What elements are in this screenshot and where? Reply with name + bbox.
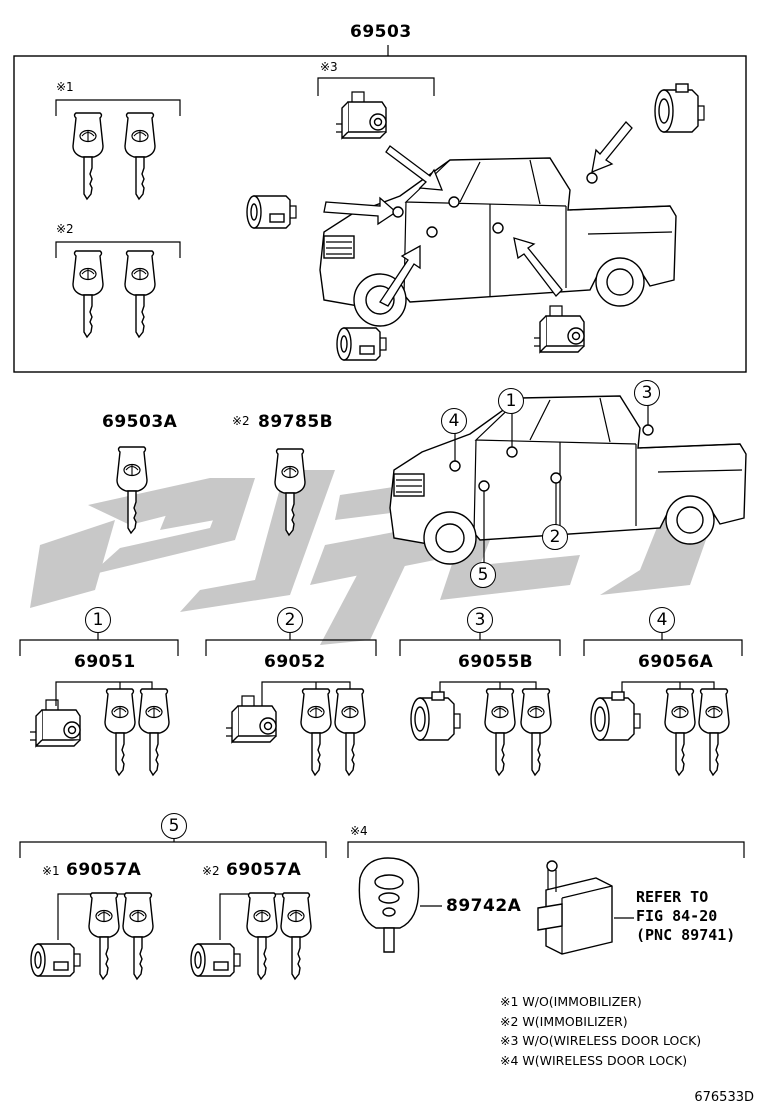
pn-assembly: 69503 (350, 22, 412, 42)
callout-4-truck: 4 (441, 408, 467, 434)
pn-key-blank-a: 69503A (102, 412, 178, 432)
pn-transmitter: 89742A (446, 896, 522, 916)
refer-line-1: REFER TO (636, 888, 709, 906)
callout-2-set: 2 (277, 607, 303, 633)
callout-1-truck: 1 (498, 388, 524, 414)
callout-4-set: 4 (649, 607, 675, 633)
refer-note: REFER TO FIG 84-20 (PNC 89741) (636, 888, 735, 945)
callout-2-truck: 2 (542, 524, 568, 550)
callout-3-truck: 3 (634, 380, 660, 406)
callout-1-set: 1 (85, 607, 111, 633)
pn-set-1: 69051 (74, 652, 136, 672)
callout-5-truck: 5 (470, 562, 496, 588)
pn-set-2: 69052 (264, 652, 326, 672)
marker-4: ※4 (350, 824, 368, 838)
pn-set-5a: 69057A (66, 860, 142, 880)
footnote-2: ※2 W(IMMOBILIZER) (500, 1013, 628, 1029)
footnote-4: ※4 W(WIRELESS DOOR LOCK) (500, 1052, 688, 1068)
marker-3-box: ※3 (320, 60, 338, 74)
callout-3-set: 3 (467, 607, 493, 633)
marker-1-set5: ※1 (42, 864, 60, 878)
pn-set-3: 69055B (458, 652, 534, 672)
diagram-code: 676533D (694, 1090, 754, 1105)
footnote-1: ※1 W/O(IMMOBILIZER) (500, 994, 642, 1009)
pn-key-blank-b: 89785B (258, 412, 334, 432)
marker-2-key: ※2 (232, 414, 250, 428)
marker-2-set5: ※2 (202, 864, 220, 878)
footnote-3: ※3 W/O(WIRELESS DOOR LOCK) (500, 1033, 702, 1048)
marker-1-box: ※1 (56, 80, 74, 94)
refer-line-2: FIG 84-20 (636, 907, 718, 925)
marker-2-box: ※2 (56, 222, 74, 236)
callout-5-set: 5 (161, 813, 187, 839)
refer-line-3: (PNC 89741) (636, 926, 736, 944)
pn-set-4: 69056A (638, 652, 714, 672)
footnotes: ※1 W/O(IMMOBILIZER) ※2 W(IMMOBILIZER) ※3… (500, 992, 701, 1070)
pn-set-5b: 69057A (226, 860, 302, 880)
